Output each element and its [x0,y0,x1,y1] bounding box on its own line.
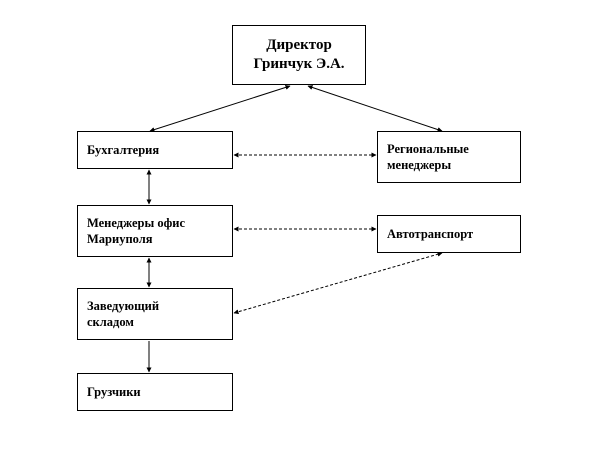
director-name: Гринчук Э.А. [253,56,345,72]
loaders-box: Грузчики [77,373,233,411]
connector-director-regional [307,85,443,132]
office-managers-line2: Мариуполя [87,232,153,246]
regional-managers-line2: менеджеры [387,158,452,172]
accounting-label: Бухгалтерия [87,143,160,157]
director-box: Директор Гринчук Э.А. [232,25,366,85]
regional-managers-line1: Региональные [387,142,469,156]
office-managers-line1: Менеджеры офис [87,216,186,230]
regional-managers-box: Региональные менеджеры [377,131,521,183]
transport-box: Автотранспорт [377,215,521,253]
transport-label: Автотранспорт [387,227,474,241]
warehouse-head-line1: Заведующий [87,299,160,313]
warehouse-head-box: Заведующий складом [77,288,233,340]
director-title: Директор [266,37,332,53]
office-managers-box: Менеджеры офис Мариуполя [77,205,233,257]
connector-director-accounting [149,84,291,133]
loaders-label: Грузчики [87,385,141,399]
connector-warehouse-transport [233,251,443,315]
warehouse-head-line2: складом [87,315,134,329]
accounting-box: Бухгалтерия [77,131,233,169]
